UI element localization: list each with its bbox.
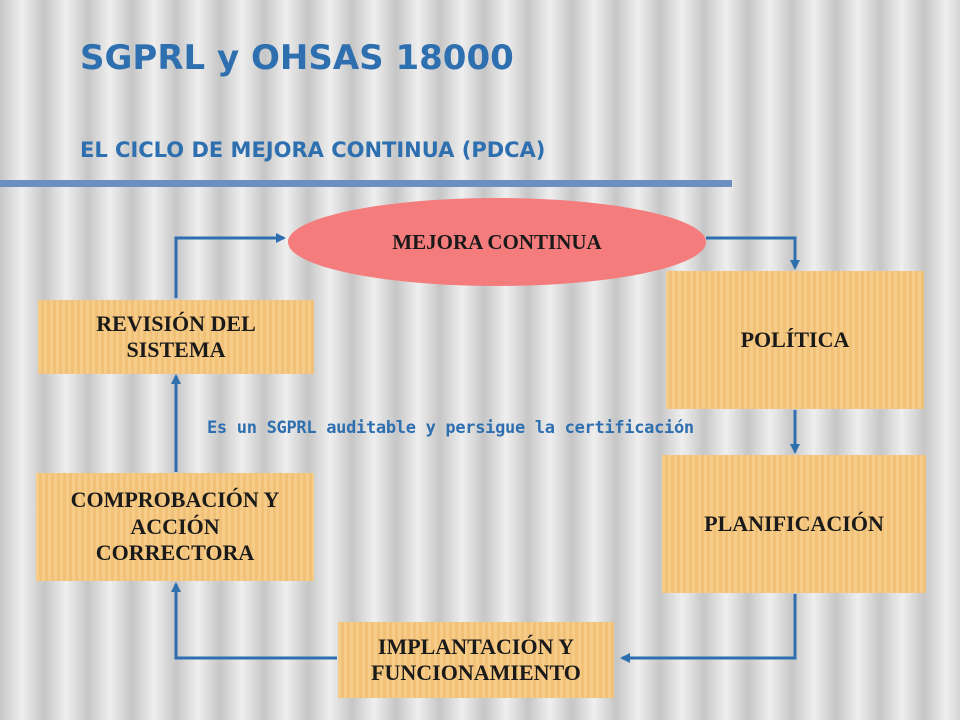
arrow-implantacion-to-comprobacion [171,582,337,660]
implantacion-box: IMPLANTACIÓN Y FUNCIONAMIENTO [338,622,614,698]
revision-label-line2: SISTEMA [126,337,226,362]
comprobacion-box: COMPROBACIÓN Y ACCIÓN CORRECTORA [36,473,314,581]
comprobacion-label-line2: ACCIÓN [130,513,220,539]
revision-box: REVISIÓN DEL SISTEMA [38,300,314,374]
arrow-planificacion-to-implantacion [620,594,797,663]
auditable-note: Es un SGPRL auditable y persigue la cert… [207,418,694,438]
politica-label: POLÍTICA [740,326,850,352]
arrow-revision-to-mejora [174,233,286,298]
mejora-continua-ellipse: MEJORA CONTINUA [288,198,706,286]
mejora-continua-label: MEJORA CONTINUA [392,229,602,254]
comprobacion-label-line1: COMPROBACIÓN Y [70,487,280,513]
title-underline [0,180,732,187]
planificacion-box: PLANIFICACIÓN [662,455,926,593]
implantacion-label-line2: FUNCIONAMIENTO [371,660,581,685]
arrow-mejora-to-politica [706,236,800,270]
politica-box: POLÍTICA [666,271,924,409]
planificacion-label: PLANIFICACIÓN [704,510,884,536]
slide-subtitle: EL CICLO DE MEJORA CONTINUA (PDCA) [80,138,546,162]
revision-label-line1: REVISIÓN DEL [96,310,256,336]
comprobacion-label-line3: CORRECTORA [95,540,255,566]
implantacion-label-line1: IMPLANTACIÓN Y [377,633,575,659]
slide-title: SGPRL y OHSAS 18000 [80,38,514,78]
